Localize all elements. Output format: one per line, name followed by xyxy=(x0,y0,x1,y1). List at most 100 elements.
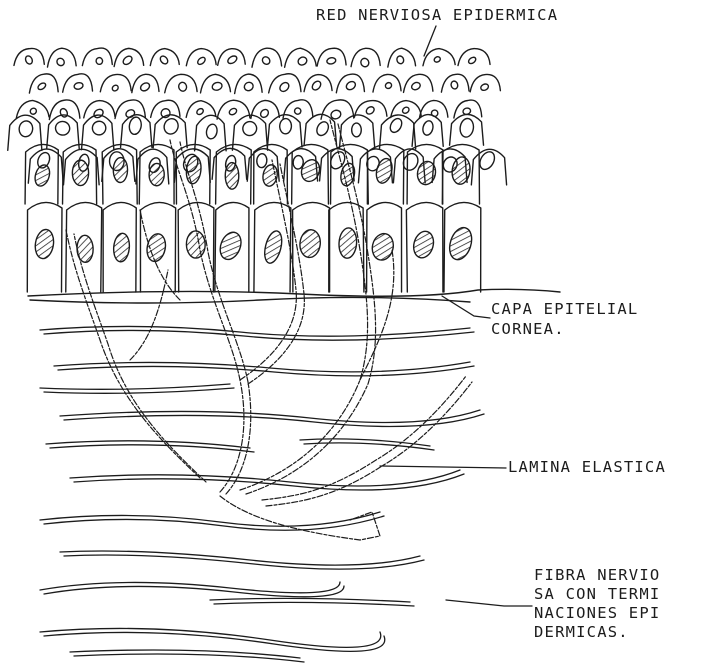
squamous-cell xyxy=(470,74,500,91)
elastic-fiber xyxy=(40,582,340,593)
leader-capa-epitelial xyxy=(442,296,490,318)
cell-nucleus xyxy=(59,107,69,118)
cell-nucleus xyxy=(122,54,134,66)
cell-nucleus xyxy=(345,80,357,92)
hatched-nucleus xyxy=(113,157,128,182)
polygonal-cell xyxy=(412,115,443,147)
cell-nucleus xyxy=(359,57,370,68)
cell-nucleus xyxy=(352,123,362,137)
cell-nucleus xyxy=(261,55,272,66)
hatched-nucleus xyxy=(338,227,358,258)
squamous-cell xyxy=(269,74,301,93)
cell-nucleus xyxy=(196,56,206,66)
hatched-nucleus xyxy=(216,229,244,262)
cell-nucleus xyxy=(279,118,291,134)
cell-nucleus xyxy=(196,107,205,115)
squamous-cell-layer xyxy=(14,48,500,120)
cell-nucleus xyxy=(384,82,392,90)
label-cornea: CORNEA. xyxy=(491,320,565,339)
membrane-line xyxy=(30,297,470,303)
hatched-nucleus xyxy=(225,162,239,189)
cell-nucleus xyxy=(433,56,441,63)
nerve-fiber xyxy=(220,496,380,540)
cell-nucleus xyxy=(29,107,38,116)
cell-nucleus xyxy=(243,81,255,93)
cell-nucleus xyxy=(459,118,475,139)
hatched-nucleus xyxy=(450,156,471,186)
cell-nucleus xyxy=(278,81,290,93)
cell-nucleus xyxy=(139,81,151,92)
polygonal-cell xyxy=(47,115,80,149)
hatched-nucleus xyxy=(262,229,285,265)
hatched-nucleus xyxy=(299,157,323,184)
membrane-line xyxy=(28,289,560,296)
cell-nucleus xyxy=(228,107,238,116)
squamous-cell xyxy=(14,48,44,65)
hatched-nucleus xyxy=(299,229,322,259)
polygonal-cell xyxy=(339,115,374,149)
cell-nucleus xyxy=(480,83,490,92)
elastic-fiber xyxy=(44,586,344,597)
cell-nucleus xyxy=(410,81,421,91)
cell-nucleus xyxy=(211,81,223,91)
leader-fibra-nerviosa xyxy=(446,600,532,606)
elastic-fiber xyxy=(210,598,410,602)
elastic-fiber xyxy=(44,632,385,651)
elastic-lamina-fibers xyxy=(40,326,484,662)
cell-nucleus xyxy=(159,107,171,119)
cell-nucleus xyxy=(421,120,434,136)
label-fibra-nerviosa-line-3: NACIONES EPI xyxy=(534,604,660,623)
label-fibra-nerviosa-line-4: DERMICAS. xyxy=(534,623,629,642)
cell-nucleus xyxy=(401,106,410,115)
polygonal-cell xyxy=(267,115,302,147)
label-capa-epitelial: CAPA EPITELIAL xyxy=(491,300,638,319)
cell-nucleus xyxy=(293,107,302,116)
polygonal-cell xyxy=(471,149,506,185)
label-fibra-nerviosa-line-1: FIBRA NERVIO xyxy=(534,566,660,585)
cell-nucleus xyxy=(365,105,376,115)
polygonal-cell xyxy=(121,115,152,148)
cell-nucleus xyxy=(450,80,458,89)
cell-nucleus xyxy=(18,120,33,137)
cell-nucleus xyxy=(37,82,47,91)
hatched-nucleus xyxy=(446,225,476,263)
cell-nucleus xyxy=(55,57,65,67)
squamous-cell xyxy=(47,48,76,67)
squamous-cell xyxy=(404,74,433,92)
label-fibra-nerviosa-line-2: SA CON TERMI xyxy=(534,585,660,604)
elastic-fiber xyxy=(64,414,484,427)
hatched-nucleus xyxy=(72,160,88,185)
cell-nucleus xyxy=(311,80,323,92)
hatched-nucleus xyxy=(370,232,396,263)
columnar-cell-layer xyxy=(25,144,481,292)
elastic-fiber xyxy=(214,602,414,606)
squamous-cell xyxy=(321,100,354,119)
elastic-fiber xyxy=(64,555,424,569)
cell-nucleus xyxy=(226,54,238,65)
hatched-nucleus xyxy=(374,157,395,185)
cell-nucleus xyxy=(388,117,404,135)
nerve-fiber xyxy=(170,140,244,492)
hatched-nucleus xyxy=(113,233,131,263)
cell-nucleus xyxy=(396,55,405,65)
hatched-nucleus xyxy=(33,163,52,188)
squamous-cell xyxy=(454,100,482,118)
cell-nucleus xyxy=(73,82,83,90)
cell-nucleus xyxy=(178,81,188,92)
cell-nucleus xyxy=(128,116,142,135)
hatched-nucleus xyxy=(186,231,205,259)
elastic-fiber xyxy=(40,384,230,389)
cell-nucleus xyxy=(259,108,270,119)
elastic-fiber xyxy=(44,330,474,340)
cell-nucleus xyxy=(24,55,33,65)
hatched-nucleus xyxy=(149,163,164,186)
cell-nucleus xyxy=(256,153,267,168)
nerve-fiber xyxy=(248,164,304,384)
cell-nucleus xyxy=(315,120,331,138)
polygonal-cell xyxy=(304,114,336,145)
cell-nucleus xyxy=(241,119,259,137)
cell-nucleus xyxy=(162,117,180,136)
cell-nucleus xyxy=(54,120,71,137)
elastic-fiber xyxy=(50,445,254,452)
